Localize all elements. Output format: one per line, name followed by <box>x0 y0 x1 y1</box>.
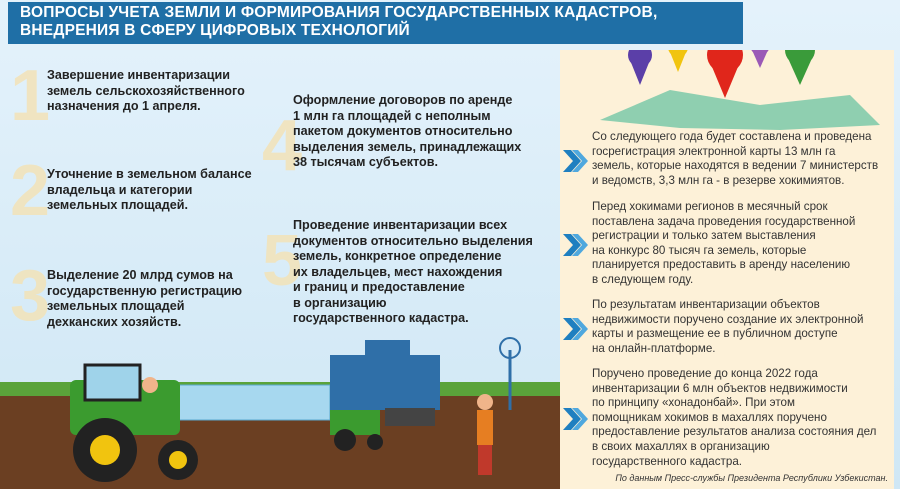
item-number: 2 <box>10 151 51 231</box>
item-line: и границ и предоставление <box>293 280 465 294</box>
item-line: Выделение 20 млрд сумов на <box>47 268 233 282</box>
chevron-right-icon <box>563 234 588 256</box>
pin-icon <box>668 37 688 72</box>
info-line: предоставление результатов анализа состо… <box>592 425 877 439</box>
info-line: регистрации и только затем выставления <box>592 229 816 243</box>
item-line: Проведение инвентаризации всех <box>293 218 508 232</box>
info-paragraph: Со следующего года будет составлена и пр… <box>592 130 892 188</box>
item-line: земельных площадей. <box>47 198 189 212</box>
info-line: земель, которые находятся в ведении 7 ми… <box>592 159 879 173</box>
item-line: государственную регистрацию <box>47 283 243 298</box>
info-line: поставлена задача проведения государстве… <box>592 214 856 228</box>
item-number: 4 <box>262 106 303 186</box>
item-line: Завершение инвентаризации <box>47 68 230 82</box>
map-pins-illustration <box>600 35 880 130</box>
chevron-right-icon <box>563 150 588 172</box>
item-number: 3 <box>10 256 51 336</box>
greenhouse <box>159 384 331 421</box>
chevron-right-icon <box>563 408 588 430</box>
barn <box>330 355 440 410</box>
info-line: помощникам хокимов в махаллях поручено <box>592 410 827 424</box>
item-number: 1 <box>10 56 51 136</box>
info-line: государственного кадастра. <box>592 454 742 468</box>
info-line: По результатам инвентаризации объектов <box>592 298 820 311</box>
info-line: недвижимости поручено создание их электр… <box>592 312 864 326</box>
item-line: земельных площадей <box>47 299 185 313</box>
item-number: 5 <box>262 221 303 301</box>
item-line: 38 тысячам субъектов. <box>293 155 438 169</box>
page-title: ВОПРОСЫ УЧЕТА ЗЕМЛИ И ФОРМИРОВАНИЯ ГОСУД… <box>8 2 743 44</box>
item-line: земель, конкретное определение <box>293 249 502 263</box>
item-line: владельца и категории <box>47 182 193 197</box>
pin-icon <box>628 43 652 85</box>
item-line: Оформление договоров по аренде <box>293 93 513 107</box>
pin-icon <box>750 35 770 68</box>
chevron-right-icon <box>563 318 588 340</box>
windmill-wheel <box>499 337 521 359</box>
info-line: на онлайн-платформе. <box>592 341 716 355</box>
item-line: дехканских хозяйств. <box>47 314 182 329</box>
silo-roof <box>365 340 410 360</box>
info-line: и ведомств, 3,3 млн га - в резерве хоким… <box>592 173 845 187</box>
info-line: на конкурс 80 тысяч га земель, которые <box>592 243 807 257</box>
pin-icon <box>785 35 815 85</box>
info-line: в следующем году. <box>592 272 694 286</box>
pin-icon <box>707 37 743 98</box>
info-line: карты и размещение ее в публичном доступ… <box>592 327 838 341</box>
item-line: документов относительно выделения <box>293 233 533 248</box>
info-line: по принципу «хонадонбай». При этом <box>592 396 795 410</box>
info-line: в своих махаллях в организацию <box>592 439 770 453</box>
info-line: планируется предоставить в аренду населе… <box>592 258 851 272</box>
info-line: Поручено проведение до конца 2022 года <box>592 367 818 380</box>
farmer <box>477 394 493 475</box>
item-line: земель сельскохозяйственного <box>47 83 245 98</box>
item-line: в организацию <box>293 295 387 310</box>
info-line: Перед хокимами регионов в месячный срок <box>592 200 828 213</box>
source-note: По данным Пресс-службы Президента Респуб… <box>615 473 888 483</box>
info-line: инвентаризации 6 млн объектов недвижимос… <box>592 381 848 395</box>
info-line: госрегистрация электронной карты 13 млн … <box>592 144 836 158</box>
item-line: государственного кадастра. <box>293 311 469 325</box>
item-line: 1 млн га площадей с неполным <box>293 108 491 123</box>
map <box>600 90 880 130</box>
title-line-1: ВОПРОСЫ УЧЕТА ЗЕМЛИ И ФОРМИРОВАНИЯ ГОСУД… <box>20 4 658 21</box>
item-line: их владельцев, мест нахождения <box>293 264 503 279</box>
item-line: назначения до 1 апреля. <box>47 99 201 113</box>
item-line: пакетом документов относительно <box>293 124 513 138</box>
title-line-2: ВНЕДРЕНИЯ В СФЕРУ ЦИФРОВЫХ ТЕХНОЛОГИЙ <box>20 22 410 39</box>
item-line: Уточнение в земельном балансе <box>47 167 252 181</box>
tractor-large <box>70 363 198 482</box>
farm-illustration <box>0 337 560 489</box>
item-line: выделения земель, принадлежащих <box>293 139 522 154</box>
info-line: Со следующего года будет составлена и пр… <box>592 130 872 143</box>
tractor-small <box>330 408 435 451</box>
